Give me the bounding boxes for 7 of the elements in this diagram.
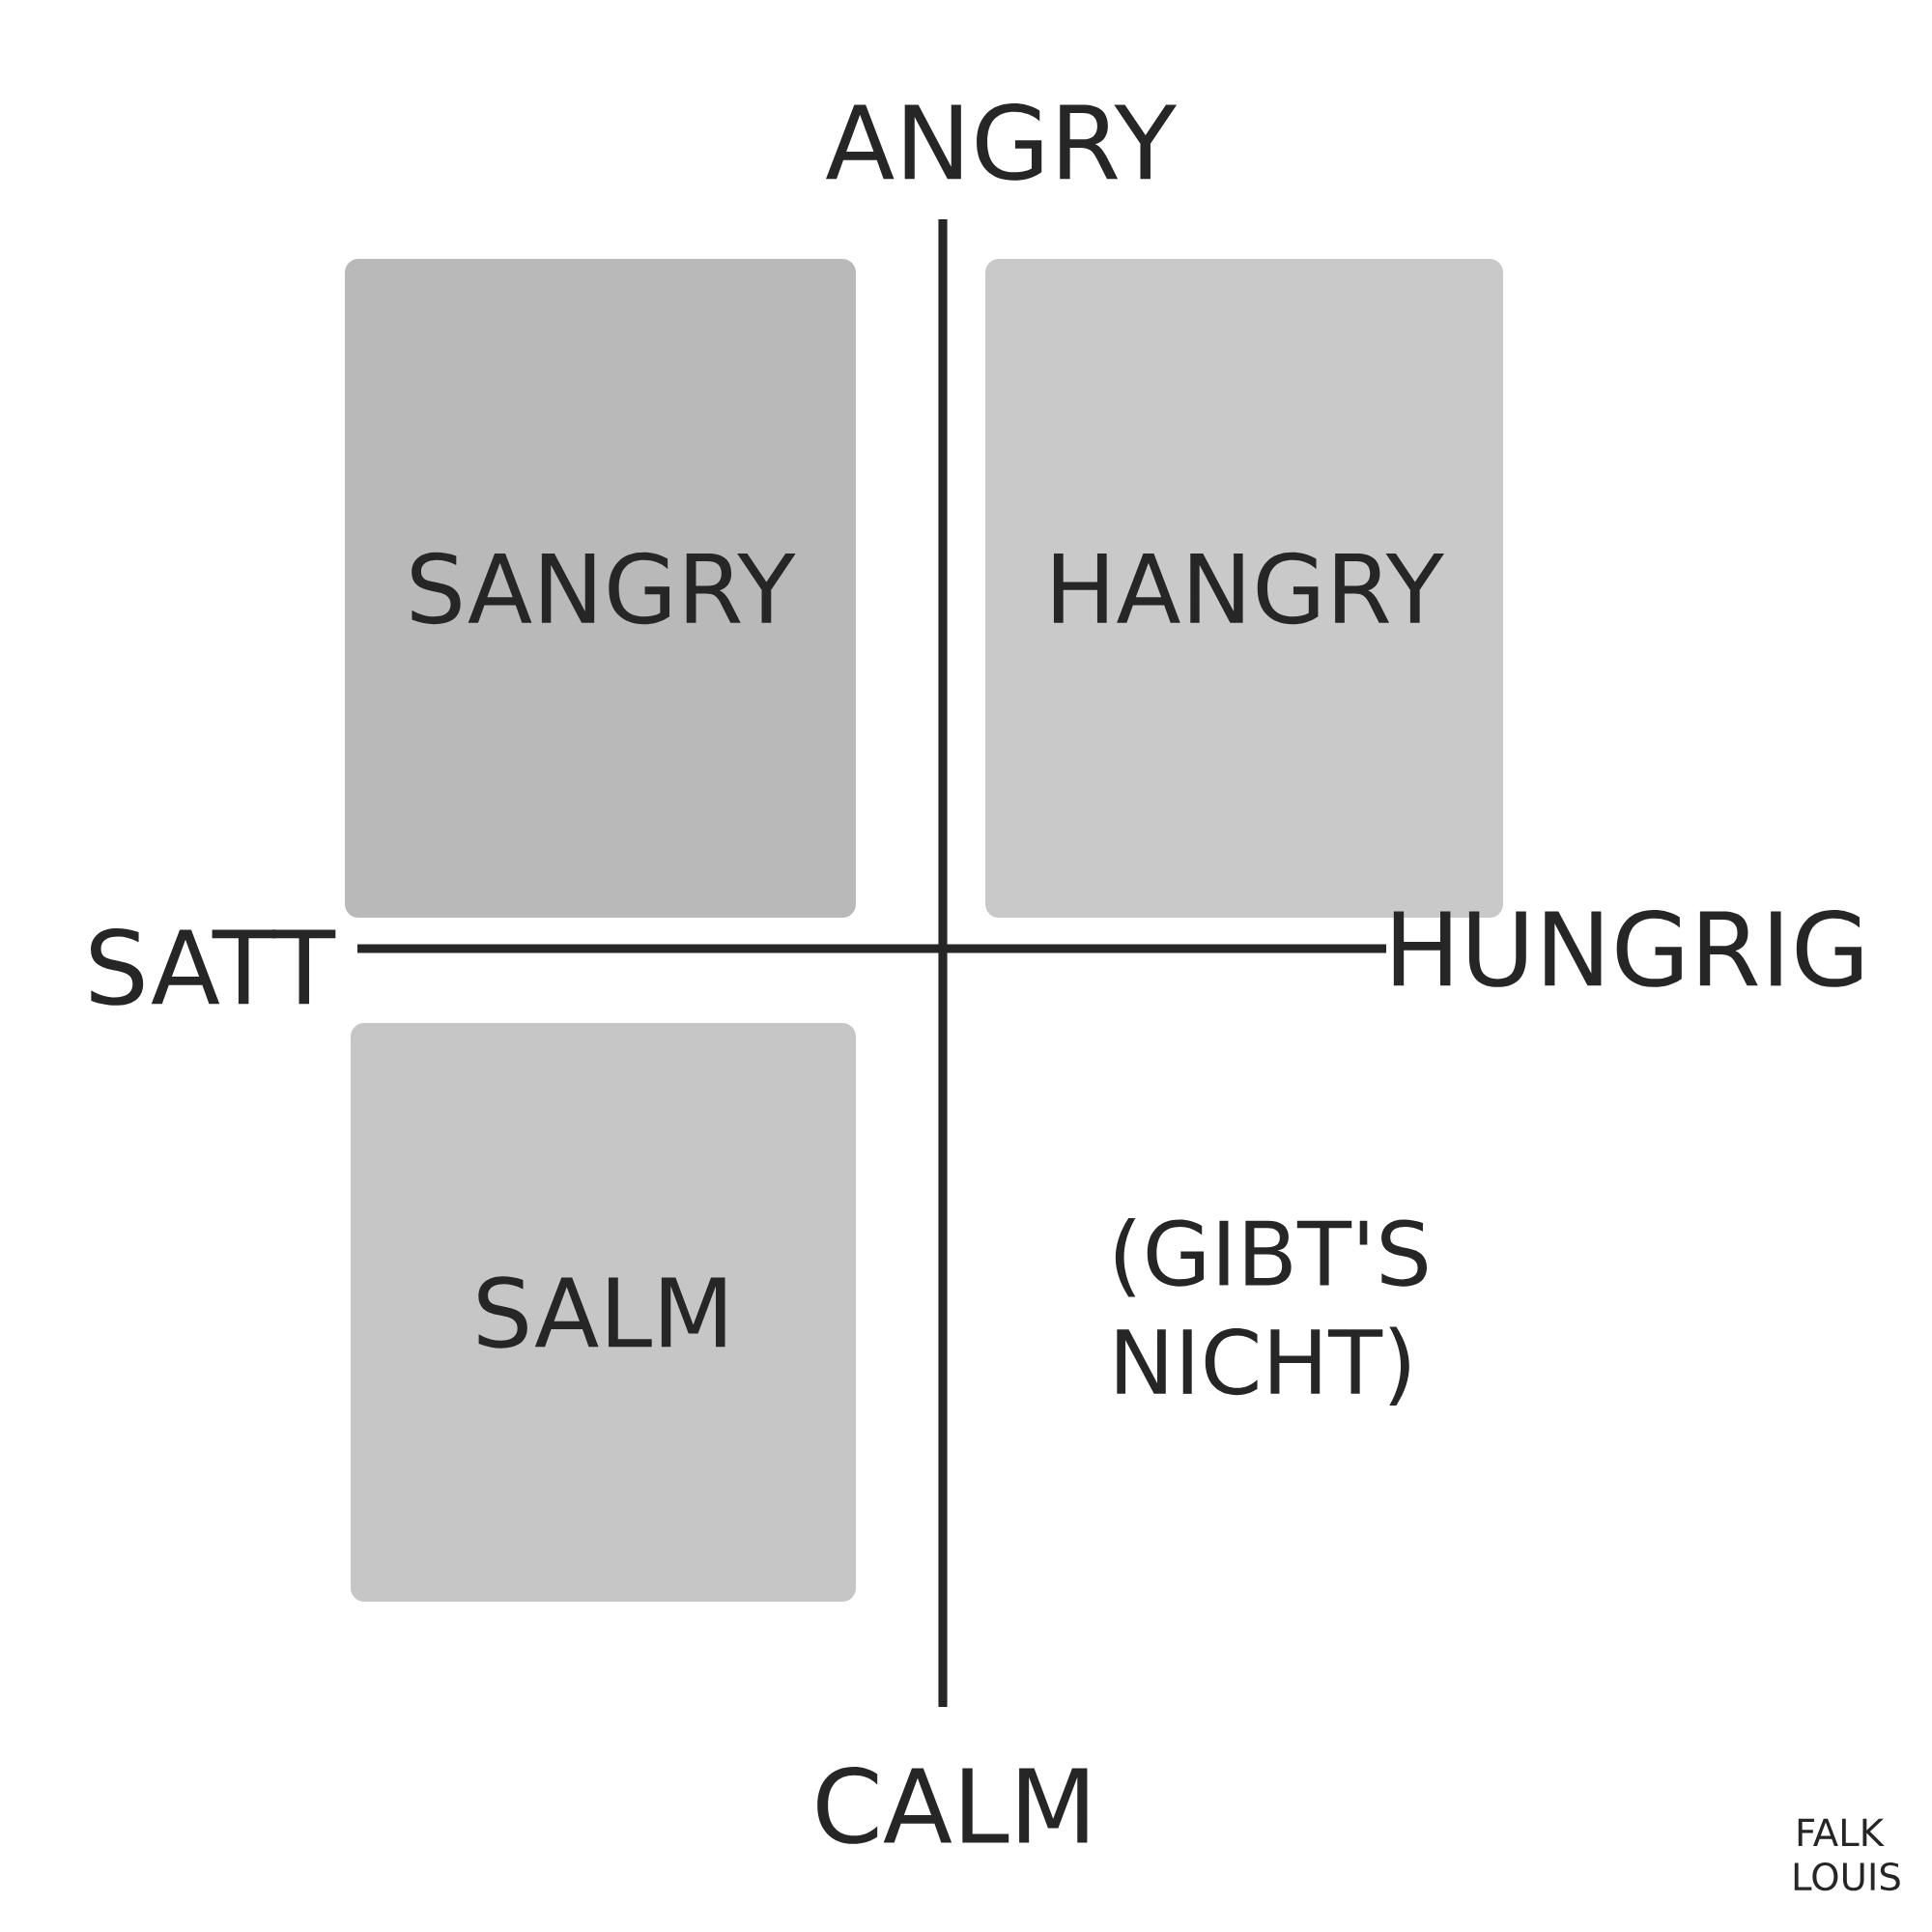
axis-label: SATT: [91, 928, 336, 1006]
signature: FALK LOUIS: [1794, 1818, 1900, 1891]
quadrant-box: SALM: [351, 1023, 856, 1602]
axis-label: CALM: [817, 1767, 1088, 1844]
note-text: (GIBT'S NICHT): [1115, 1218, 1427, 1406]
quadrant-box: SANGRY: [345, 259, 856, 918]
axis-label: ANGRY: [826, 103, 1178, 181]
